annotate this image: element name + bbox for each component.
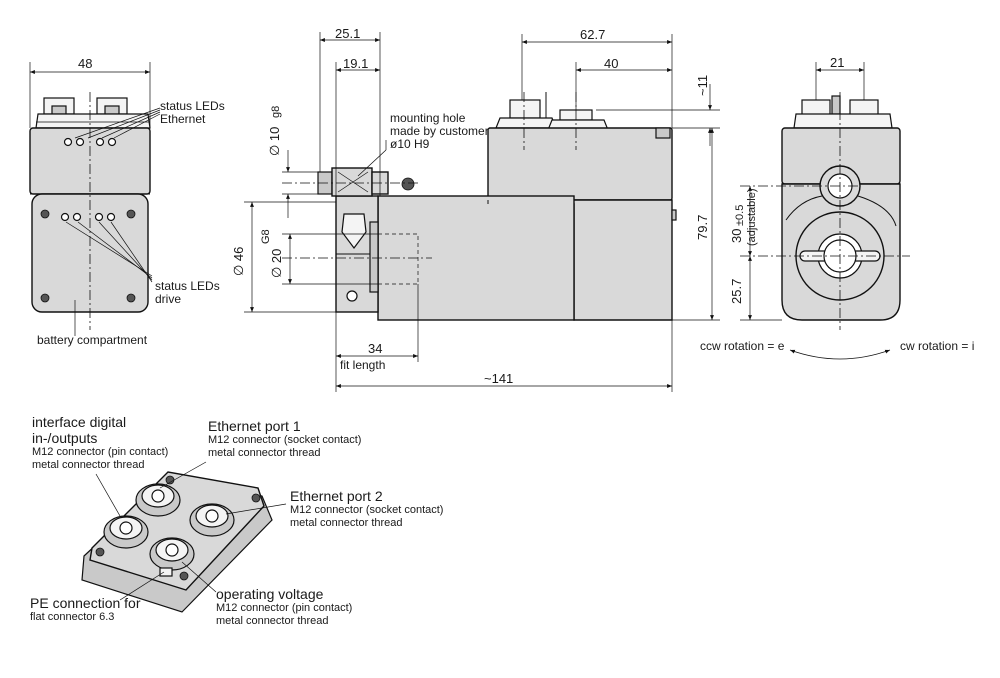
- dim-tol-g8: g8: [270, 105, 282, 118]
- dim-30-adjustable: (adjustable): [746, 188, 758, 246]
- dim-19-1: 19.1: [343, 56, 369, 71]
- label-interface-4: metal connector thread: [32, 459, 145, 471]
- label-status-leds-ethernet-1: status LEDs: [160, 99, 225, 113]
- dim-dia-20: ∅ 20: [269, 248, 284, 278]
- label-eth1-2: M12 connector (socket contact): [208, 434, 362, 446]
- dim-approx-141: ~141: [484, 371, 514, 386]
- label-status-leds-ethernet-2: Ethernet: [160, 112, 206, 126]
- label-eth2-1: Ethernet port 2: [290, 488, 383, 504]
- label-eth2-3: metal connector thread: [290, 517, 403, 529]
- dim-approx-11: ~11: [695, 74, 710, 96]
- label-operating-voltage-1: operating voltage: [216, 586, 324, 602]
- label-mounting-hole-2: made by customer: [390, 124, 489, 138]
- label-eth2-2: M12 connector (socket contact): [290, 504, 444, 516]
- dim-30: 30: [729, 228, 744, 243]
- label-ccw-rotation: ccw rotation = e: [700, 339, 785, 353]
- dim-62-7: 62.7: [580, 27, 606, 42]
- side-view: [244, 32, 720, 392]
- dim-dia-46: ∅ 46: [231, 246, 246, 276]
- dim-25-7: 25.7: [729, 278, 744, 304]
- label-interface-3: M12 connector (pin contact): [32, 446, 169, 458]
- label-operating-voltage-2: M12 connector (pin contact): [216, 602, 353, 614]
- label-battery-compartment: battery compartment: [37, 333, 148, 347]
- dim-79-7: 79.7: [695, 214, 710, 240]
- label-operating-voltage-3: metal connector thread: [216, 615, 329, 627]
- dim-30-tolerance: ±0.5: [734, 204, 746, 226]
- label-interface-2: in-/outputs: [32, 430, 98, 446]
- label-pe-1: PE connection for: [30, 595, 141, 611]
- connector-isometric-view: [81, 461, 287, 613]
- front-view: [29, 62, 161, 336]
- label-mounting-hole-1: mounting hole: [390, 111, 466, 125]
- label-status-leds-drive-2: drive: [155, 292, 182, 306]
- label-eth1-1: Ethernet port 1: [208, 418, 301, 434]
- label-pe-2: flat connector 6.3: [30, 611, 115, 623]
- label-cw-rotation: cw rotation = i: [900, 339, 975, 353]
- rear-view: [740, 62, 910, 360]
- dim-21: 21: [830, 55, 845, 70]
- dim-25-1: 25.1: [335, 26, 361, 41]
- label-interface-1: interface digital: [32, 414, 127, 430]
- dim-front-width: 48: [78, 56, 93, 71]
- label-mounting-hole-3: ø10 H9: [390, 137, 430, 151]
- dim-tol-G8: G8: [260, 229, 272, 244]
- dim-34: 34: [368, 341, 383, 356]
- dim-40: 40: [604, 56, 619, 71]
- label-status-leds-drive-1: status LEDs: [155, 279, 220, 293]
- dim-dia-10: ∅ 10: [267, 126, 282, 156]
- label-eth1-3: metal connector thread: [208, 447, 321, 459]
- label-fit-length: fit length: [340, 358, 386, 372]
